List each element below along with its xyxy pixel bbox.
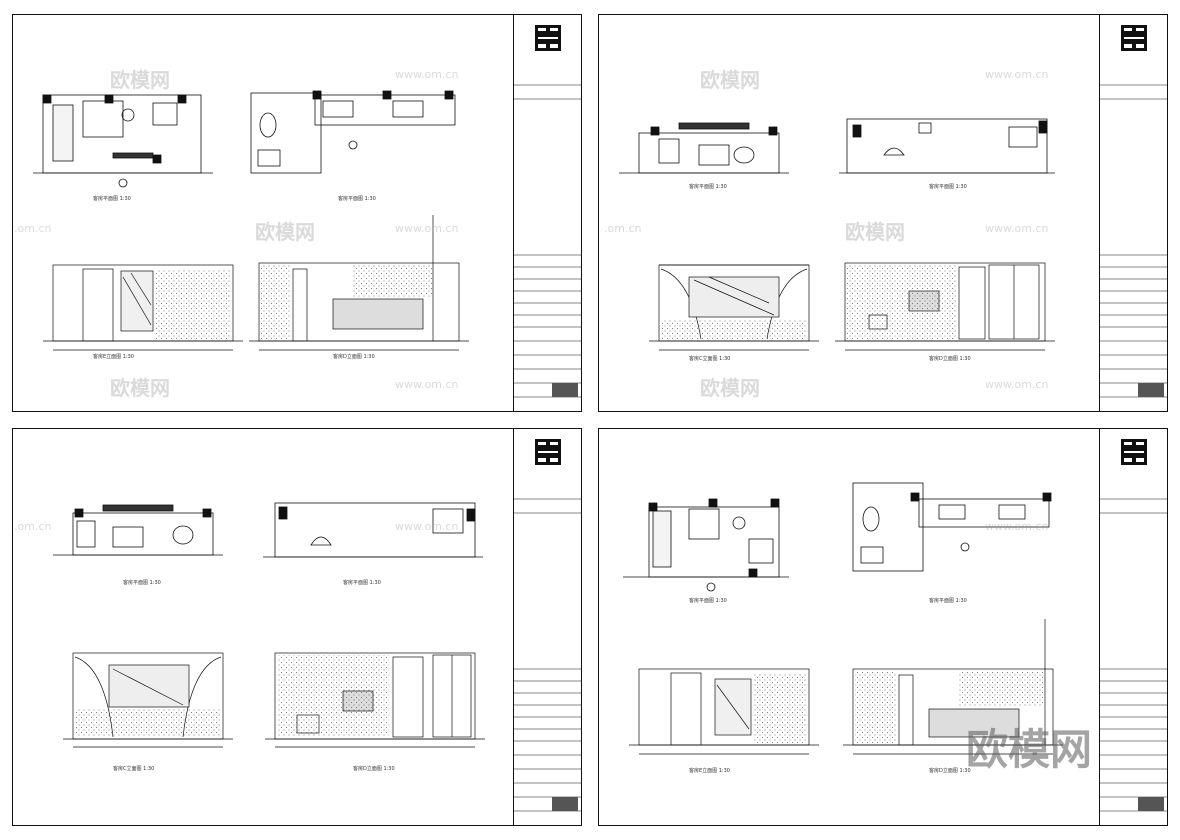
elev-b-drawing — [843, 619, 1063, 755]
company-logo — [534, 25, 561, 51]
view-title-elev-a: 客房C立面图 1:30 — [689, 356, 731, 362]
title-block — [1099, 15, 1168, 411]
elev-a-drawing — [649, 264, 819, 351]
title-block-grid — [1100, 84, 1168, 398]
view-title-plan-a: 客房平面图 1:30 — [123, 580, 161, 586]
plan-b-drawing — [263, 502, 483, 558]
drawing-sheet-1: 客房平面图 1:30 客房平面图 1:30 客房E立面图 1:30 客房D立面图… — [12, 14, 582, 412]
elev-b-tile-pattern — [261, 265, 433, 339]
view-title-plan-a: 客房平面图 1:30 — [689, 598, 727, 604]
view-title-elev-b: 客房D立面图 1:30 — [929, 356, 971, 362]
elev-b-tile-pattern — [277, 655, 389, 737]
plan-a-drawing — [53, 504, 223, 556]
view-title-plan-b: 客房平面图 1:30 — [929, 598, 967, 604]
view-title-elev-b: 客房D立面图 1:30 — [929, 768, 971, 774]
view-title-elev-a: 客房E立面图 1:30 — [93, 354, 134, 360]
view-title-plan-a: 客房平面图 1:30 — [689, 184, 727, 190]
title-block-grid — [514, 498, 582, 812]
elev-b-tile-pattern — [847, 265, 957, 339]
view-title-elev-b: 客房D立面图 1:30 — [333, 354, 375, 360]
company-logo — [534, 439, 561, 465]
view-title-plan-b: 客房平面图 1:30 — [343, 580, 381, 586]
sheet-2-linework — [619, 118, 1055, 351]
title-block — [1099, 429, 1168, 825]
plan-b-drawing — [250, 90, 456, 174]
title-block-grid — [514, 84, 582, 398]
elev-a-tile-pattern — [155, 269, 231, 339]
title-block — [513, 15, 582, 411]
sheet-3-linework — [53, 502, 485, 748]
elev-a-drawing — [629, 668, 819, 755]
title-block — [513, 429, 582, 825]
drawing-sheet-4: 客房平面图 1:30 客房平面图 1:30 客房E立面图 1:30 客房D立面图… — [598, 428, 1168, 826]
elev-b-tile-pattern — [855, 671, 1043, 743]
plan-a-drawing — [623, 498, 789, 592]
plan-b-drawing — [852, 482, 1052, 572]
view-title-plan-b: 客房平面图 1:30 — [338, 196, 376, 202]
elev-b-drawing — [249, 215, 469, 351]
plan-a-drawing — [619, 122, 789, 174]
title-block-grid — [1100, 498, 1168, 812]
view-title-plan-b: 客房平面图 1:30 — [929, 184, 967, 190]
sheet-4-linework — [623, 482, 1063, 755]
drawing-sheet-3: 客房平面图 1:30 客房平面图 1:30 客房C立面图 1:30 客房D立面图… — [12, 428, 582, 826]
drawing-sheet-2: 客房平面图 1:30 客房平面图 1:30 客房C立面图 1:30 客房D立面图… — [598, 14, 1168, 412]
view-title-elev-a: 客房E立面图 1:30 — [689, 768, 730, 774]
elev-a-drawing — [43, 264, 243, 351]
plan-b-drawing — [839, 118, 1055, 174]
elev-a-tile-pattern — [75, 709, 221, 737]
company-logo — [1120, 439, 1147, 465]
sheet-1-linework — [33, 90, 469, 351]
view-title-plan-a: 客房平面图 1:30 — [93, 196, 131, 202]
elev-a-tile-pattern — [753, 673, 807, 743]
view-title-elev-a: 客房C立面图 1:30 — [113, 766, 155, 772]
elev-a-drawing — [63, 652, 233, 748]
view-title-elev-b: 客房D立面图 1:30 — [353, 766, 395, 772]
plan-a-drawing — [33, 94, 213, 188]
elev-a-tile-pattern — [661, 319, 807, 339]
company-logo — [1120, 25, 1147, 51]
